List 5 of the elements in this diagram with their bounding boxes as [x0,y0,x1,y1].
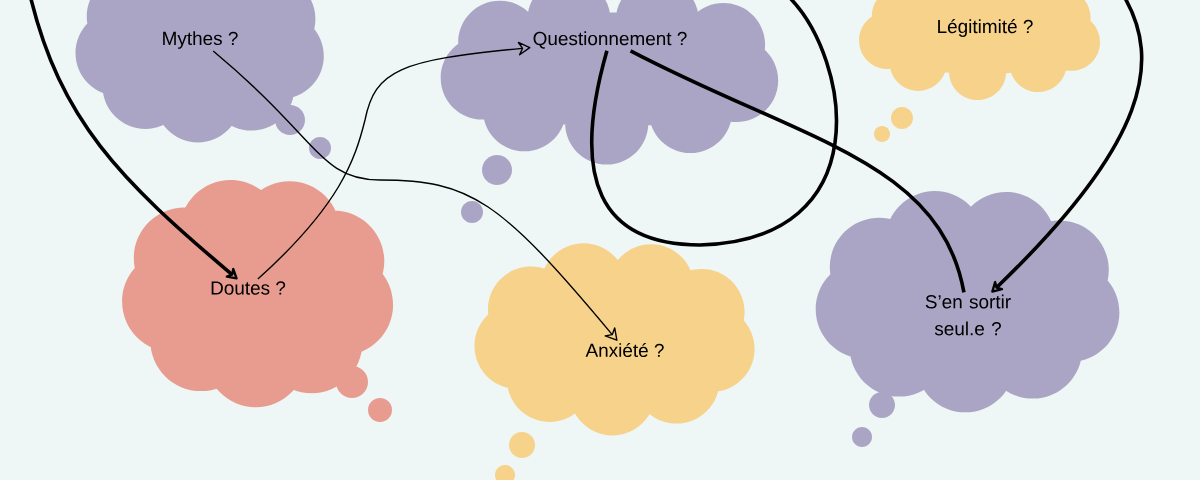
connector-line [590,0,838,247]
arrow [212,50,618,341]
arrow [28,0,238,280]
arrow [991,0,1144,293]
connector-line [629,49,966,293]
